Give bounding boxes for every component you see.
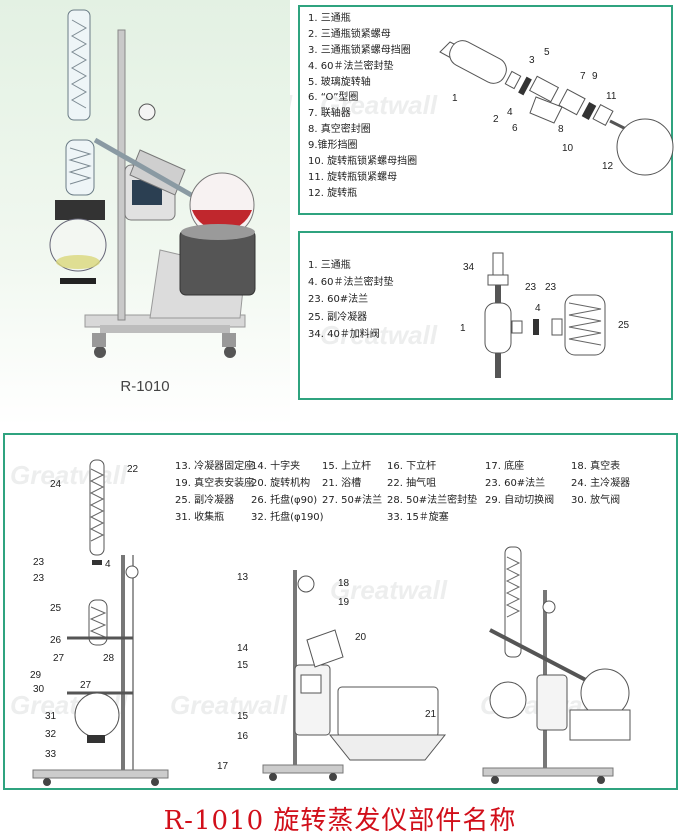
exploded-diagram: 1 2 3 4 5 6 7 8 9 10 11 12 (439, 40, 674, 176)
legend-item: 31. 收集瓶 (175, 512, 225, 523)
legend-item: 24. 主冷凝器 (571, 478, 631, 489)
legend-item: 26. 托盘(φ90) (251, 495, 318, 506)
callout-label: 34 (463, 262, 475, 273)
callout-label: 16 (237, 731, 249, 742)
callout-label: 3 (529, 55, 535, 66)
callout-label: 32 (45, 729, 57, 740)
list-item: 1. 三通瓶 (308, 260, 351, 271)
callout-label: 30 (33, 684, 45, 695)
list-item: 3. 三通瓶锁紧螺母挡圈 (308, 44, 411, 56)
callout-label: 31 (45, 711, 57, 722)
list-item: 23. 60#法兰 (308, 294, 369, 306)
callout-label: 15 (237, 711, 249, 722)
list-item: 6. “O”型圈 (308, 92, 359, 104)
callout-label: 2 (493, 114, 499, 125)
callout-label: 27 (53, 653, 65, 664)
list-item: 11. 旋转瓶锁紧螺母 (308, 171, 398, 183)
parts-list-top: 1. 三通瓶 2. 三通瓶锁紧螺母 3. 三通瓶锁紧螺母挡圈 4. 60＃法兰密… (308, 11, 417, 202)
callout-label: 4 (507, 107, 513, 118)
legend-item: 20. 旋转机构 (251, 478, 311, 489)
callout-label: 25 (618, 320, 630, 331)
callout-label: 12 (602, 161, 614, 172)
callout-label: 21 (425, 709, 437, 720)
legend-item: 14. 十字夹 (251, 461, 301, 472)
callout-label: 1 (452, 93, 458, 104)
legend-item: 18. 真空表 (571, 461, 621, 472)
callout-label: 10 (562, 143, 574, 154)
callout-label: 14 (237, 643, 249, 654)
list-item: 9.锥形挡圈 (308, 140, 358, 152)
callout-label: 13 (237, 572, 249, 583)
legend-item: 16. 下立杆 (387, 461, 437, 472)
callout-label: 27 (80, 680, 92, 691)
callout-label: 25 (50, 603, 62, 614)
legend-item: 22. 抽气咀 (387, 478, 437, 489)
list-item: 34. 40＃加料阀 (308, 328, 380, 340)
legend-item: 33. 15＃旋塞 (387, 512, 449, 523)
list-item: 4. 60＃法兰密封垫 (308, 277, 394, 289)
secondary-condenser-panel: 1. 三通瓶 4. 60＃法兰密封垫 23. 60#法兰 25. 副冷凝器 34… (298, 231, 673, 400)
legend-item: 30. 放气阀 (571, 495, 621, 506)
callout-label: 6 (512, 123, 518, 134)
legend-item: 25. 副冷凝器 (175, 495, 235, 506)
legend-item: 17. 底座 (485, 461, 525, 472)
callout-label: 8 (558, 124, 564, 135)
parts-legend-grid: 13. 冷凝器固定座 14. 十字夹 15. 上立杆 16. 下立杆 17. 底… (175, 457, 641, 525)
legend-item: 23. 60#法兰 (485, 478, 546, 489)
legend-item: 32. 托盘(φ190) (251, 512, 324, 523)
legend-item: 21. 浴槽 (322, 478, 362, 489)
list-item: 12. 旋转瓶 (308, 187, 358, 199)
list-item: 8. 真空密封圈 (308, 124, 371, 136)
callout-label: 29 (30, 670, 42, 681)
callout-label: 11 (606, 91, 617, 102)
callout-label: 23 (33, 573, 45, 584)
callout-label: 7 (580, 71, 586, 82)
callout-label: 15 (237, 660, 249, 671)
parts-list-mid: 1. 三通瓶 4. 60＃法兰密封垫 23. 60#法兰 25. 副冷凝器 34… (308, 257, 393, 343)
list-item: 5. 玻璃旋转轴 (308, 76, 371, 88)
callout-label: 33 (45, 749, 57, 760)
callout-label: 20 (355, 632, 367, 643)
callout-label: 9 (592, 71, 598, 82)
rotary-evaporator-photo (49, 9, 256, 358)
list-item: 7. 联轴器 (308, 108, 351, 120)
legend-item: 15. 上立杆 (322, 461, 372, 472)
list-item: 25. 副冷凝器 (308, 311, 368, 323)
exploded-view-panel: 1. 三通瓶 2. 三通瓶锁紧螺母 3. 三通瓶锁紧螺母挡圈 4. 60＃法兰密… (298, 5, 674, 215)
callout-label: 4 (535, 303, 541, 314)
callout-label: 28 (103, 653, 115, 664)
callout-label: 24 (50, 479, 62, 490)
callout-label: 23 (525, 282, 537, 293)
list-item: 4. 60＃法兰密封垫 (308, 60, 394, 72)
full-assembly-panel: 13. 冷凝器固定座 14. 十字夹 15. 上立杆 16. 下立杆 17. 底… (3, 433, 678, 790)
assembly-drawings: 22 24 23 4 23 25 26 27 28 29 30 27 31 32… (30, 459, 631, 786)
callout-label: 4 (105, 559, 111, 570)
legend-item: 13. 冷凝器固定座 (175, 461, 255, 472)
callout-label: 22 (127, 464, 139, 475)
callout-label: 19 (338, 597, 350, 608)
legend-item: 28. 50#法兰密封垫 (387, 495, 478, 506)
list-item: 1. 三通瓶 (308, 13, 351, 24)
callout-label: 23 (545, 282, 557, 293)
page-title: R-1010 旋转蒸发仪部件名称 (163, 806, 517, 836)
list-item: 10. 旋转瓶锁紧螺母挡圈 (308, 156, 418, 168)
legend-item: 29. 自动切换阀 (485, 495, 555, 506)
callout-label: 1 (460, 323, 466, 334)
legend-item: 27. 50#法兰 (322, 495, 383, 506)
list-item: 2. 三通瓶锁紧螺母 (308, 28, 391, 40)
product-photo-panel: R-1010 (0, 0, 290, 426)
condenser-diagram: 34 1 23 4 23 25 (460, 252, 630, 378)
callout-label: 23 (33, 557, 45, 568)
model-caption: R-1010 (120, 378, 170, 395)
callout-label: 17 (217, 761, 229, 772)
callout-label: 5 (544, 47, 550, 58)
callout-label: 26 (50, 635, 62, 646)
callout-label: 18 (338, 578, 350, 589)
legend-item: 19. 真空表安装座 (175, 478, 255, 489)
